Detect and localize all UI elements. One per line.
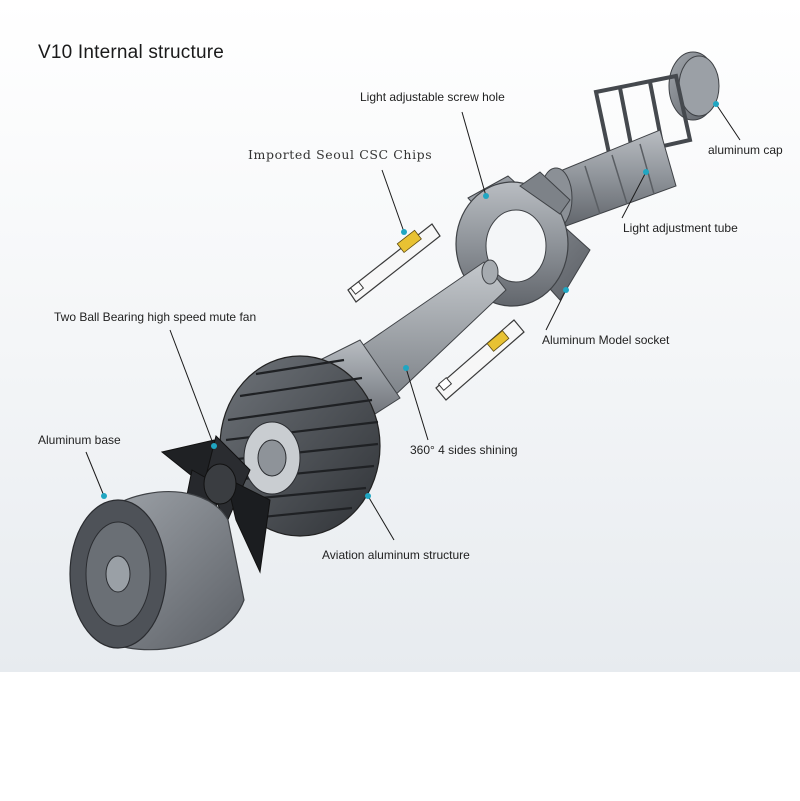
label-mute-fan: Two Ball Bearing high speed mute fan	[54, 310, 257, 324]
label-360-shining: 360° 4 sides shining	[410, 443, 518, 457]
label-aluminum-cap: aluminum cap	[708, 143, 783, 157]
diagram-title: V10 Internal structure	[38, 42, 225, 63]
led-chip-board-upper	[347, 223, 441, 303]
aviation-aluminum-heatsink-part	[219, 355, 381, 537]
label-adjustment-tube: Light adjustment tube	[623, 221, 738, 235]
aluminum-base-part	[69, 491, 245, 651]
label-aviation-structure: Aviation aluminum structure	[322, 548, 470, 562]
led-heat-bar-part	[319, 259, 507, 431]
callout-leader-lines	[85, 103, 741, 541]
label-seoul-csc-chips: Imported Seoul CSC Chips	[248, 147, 433, 162]
label-screw-hole: Light adjustable screw hole	[360, 90, 505, 104]
callout-anchor-dots	[101, 101, 719, 499]
label-aluminum-base: Aluminum base	[38, 433, 121, 447]
label-model-socket: Aluminum Model socket	[542, 333, 670, 347]
led-chip-board-lower	[435, 319, 525, 401]
